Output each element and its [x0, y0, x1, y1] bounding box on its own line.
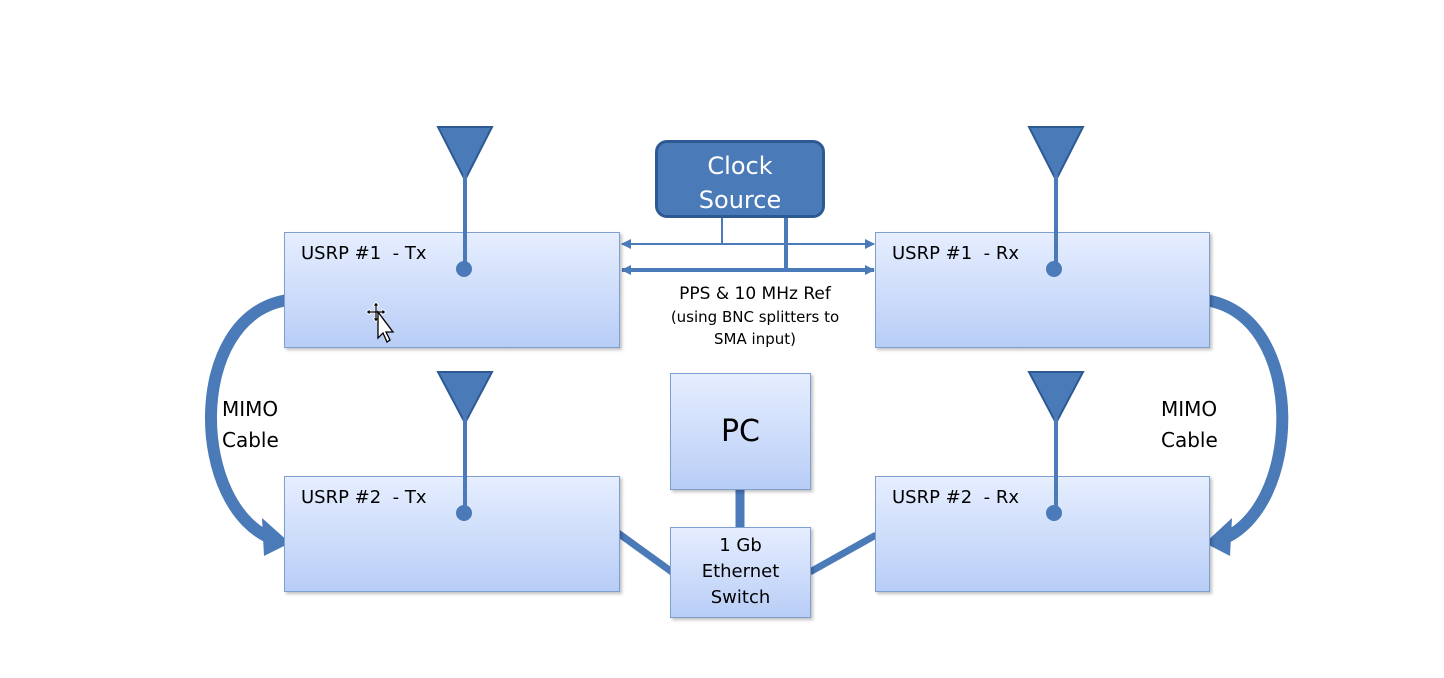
pc-label: PC — [720, 414, 761, 449]
usrp1-tx-label: USRP #1 - Tx — [301, 243, 427, 264]
mimo-cable-right-arrowhead — [1205, 518, 1232, 556]
pps-caption-line2: (using BNC splitters to — [670, 308, 840, 326]
move-cursor-icon — [365, 301, 395, 343]
clock-source-block: Clock Source — [655, 140, 825, 218]
usrp2-tx-label: USRP #2 - Tx — [301, 487, 427, 508]
mimo-cable-right-arrow — [1203, 294, 1289, 546]
pps-ref-caption: PPS & 10 MHz Ref (using BNC splitters to… — [640, 282, 870, 350]
ethernet-link-tx — [615, 530, 675, 575]
mimo-left-line1: MIMO — [222, 397, 279, 421]
usrp2-tx-block: USRP #2 - Tx — [284, 476, 620, 592]
usrp2-rx-label: USRP #2 - Rx — [892, 487, 1020, 508]
mimo-cable-left-label: MIMO Cable — [222, 394, 279, 456]
mimo-left-line2: Cable — [222, 428, 279, 452]
pps-caption-line3: SMA input) — [714, 330, 796, 348]
antenna-usrp1-rx-icon — [1027, 126, 1085, 277]
switch-line1: 1 Gb — [719, 535, 762, 556]
switch-line2: Ethernet — [701, 561, 780, 582]
usrp1-tx-block: USRP #1 - Tx — [284, 232, 620, 348]
mimo-cable-right-label: MIMO Cable — [1161, 394, 1218, 456]
pc-block: PC — [670, 373, 811, 490]
usrp1-rx-label: USRP #1 - Rx — [892, 243, 1020, 264]
clock-source-line1: Clock — [707, 152, 773, 180]
mimo-cable-left-arrow — [205, 294, 290, 546]
switch-line3: Switch — [710, 587, 771, 608]
usrp1-rx-block: USRP #1 - Rx — [875, 232, 1210, 348]
clock-source-line2: Source — [698, 186, 782, 214]
ethernet-switch-block: 1 Gb Ethernet Switch — [670, 527, 811, 618]
antenna-usrp2-rx-icon — [1027, 371, 1085, 521]
antenna-usrp1-tx-icon — [436, 126, 494, 277]
mimo-right-line1: MIMO — [1161, 397, 1218, 421]
pps-caption-line1: PPS & 10 MHz Ref — [679, 284, 831, 304]
mimo-right-line2: Cable — [1161, 428, 1218, 452]
mimo-cable-left-arrowhead — [262, 518, 290, 556]
usrp2-rx-block: USRP #2 - Rx — [875, 476, 1210, 592]
antenna-usrp2-tx-icon — [436, 371, 494, 521]
ethernet-link-rx — [808, 531, 878, 576]
